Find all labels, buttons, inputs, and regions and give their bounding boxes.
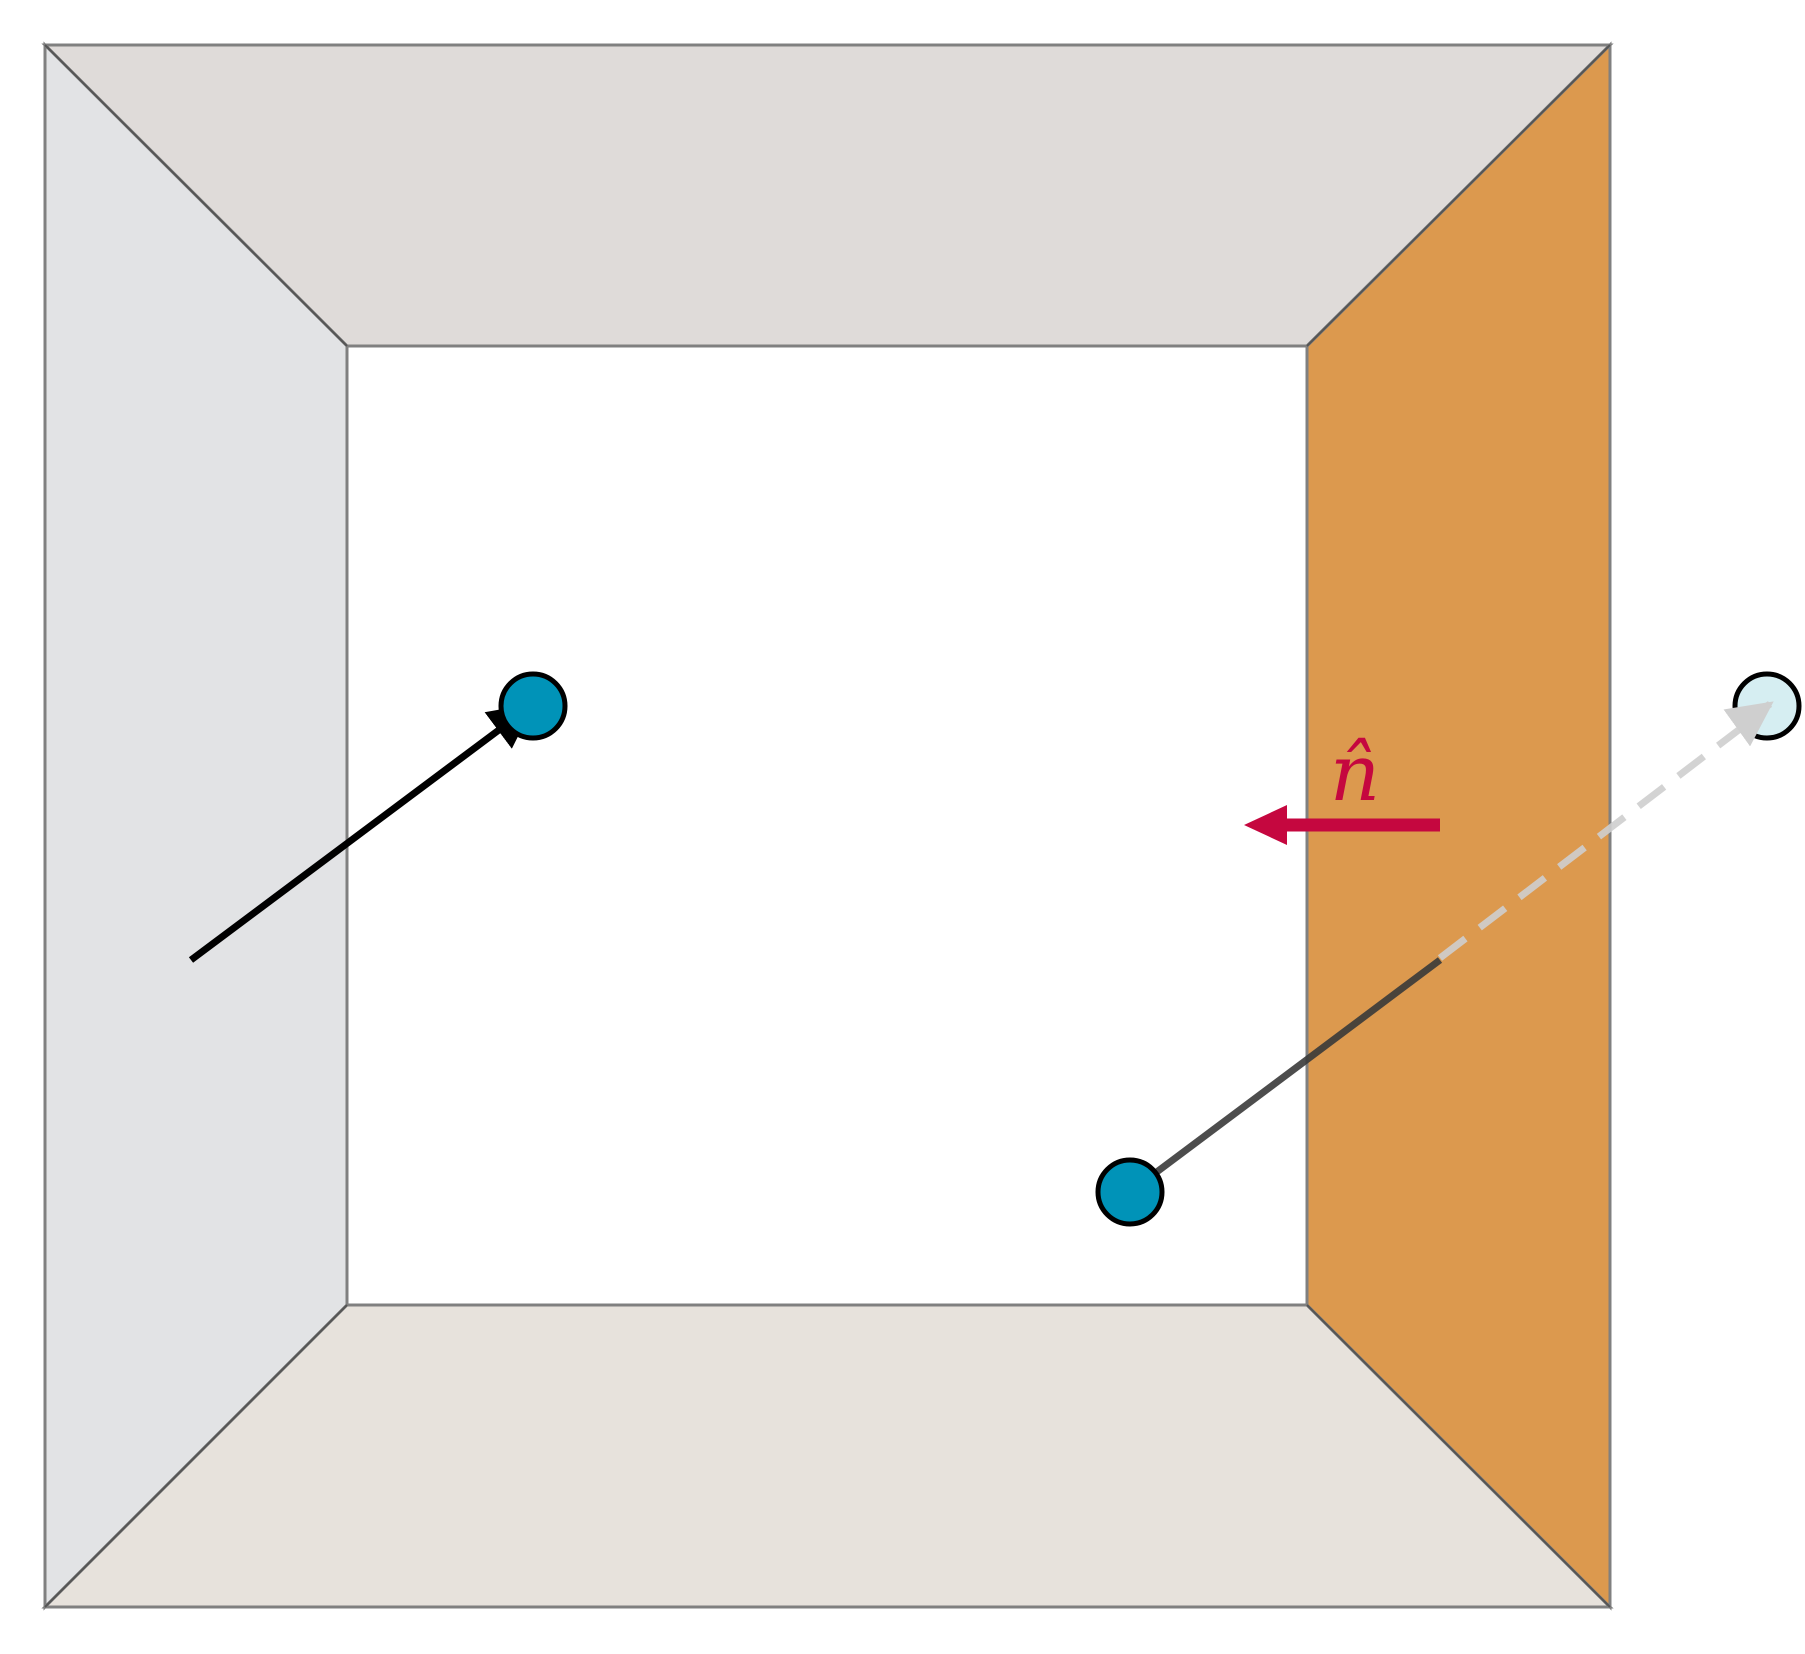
edge-top-left xyxy=(44,44,348,347)
particle-incoming-icon xyxy=(498,671,568,741)
arrow-left-icon xyxy=(1244,805,1287,845)
ghost-arrow-tip xyxy=(1723,701,1774,747)
inner-back-face xyxy=(345,344,1309,1307)
reflected-trajectory xyxy=(1127,957,1443,1195)
normal-vector-label: n̂ xyxy=(1330,729,1380,819)
edge-bottom-left xyxy=(44,1304,348,1608)
incoming-trajectory xyxy=(188,703,535,963)
particle-reflected-icon xyxy=(1095,1157,1165,1227)
ghost-trajectory xyxy=(1437,703,1773,961)
edge-top-right xyxy=(1306,44,1611,347)
edge-bottom-right xyxy=(1306,1304,1611,1608)
